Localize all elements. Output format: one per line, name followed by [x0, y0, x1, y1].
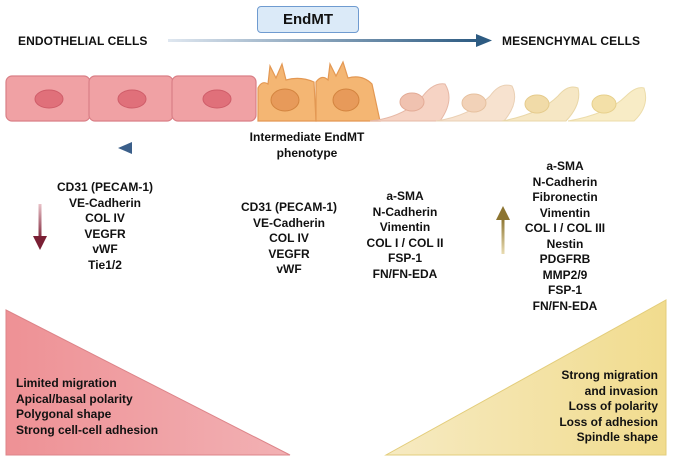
feature-item: Strong cell-cell adhesion — [16, 422, 159, 437]
intermediate-phenotype-label: Intermediate EndMT phenotype — [232, 130, 382, 161]
feature-item: Apical/basal polarity — [16, 391, 133, 406]
feature-item: and invasion — [584, 383, 658, 398]
increase-arrow — [496, 206, 510, 254]
mesenchymal-triangle — [384, 299, 667, 456]
endothelial-triangle — [5, 309, 291, 456]
feature-item: Polygonal shape — [16, 407, 112, 421]
feature-item: Spindle shape — [576, 430, 658, 444]
mesenchymal-cell — [501, 86, 580, 122]
marker-item: N-Cadherin — [372, 204, 438, 219]
marker-item: VE-Cadherin — [68, 195, 141, 210]
marker-item: vWF — [92, 242, 118, 256]
marker-item: N-Cadherin — [532, 174, 598, 189]
transition-cell — [257, 62, 317, 122]
marker-item: CD31 (PECAM-1) — [56, 180, 153, 194]
marker-item: Fibronectin — [532, 190, 598, 204]
mesenchymal-cell — [435, 84, 516, 122]
marker-item: FSP-1 — [387, 251, 422, 265]
endothelial-cells-label: ENDOTHELIAL CELLS — [18, 34, 148, 48]
intermediate-mesenchymal-marker-list: a-SMA N-Cadherin Vimentin COL I / COL II… — [350, 189, 460, 282]
marker-item: COL IV — [269, 231, 309, 245]
marker-item: a-SMA — [546, 159, 584, 173]
mesenchymal-cell — [369, 83, 450, 122]
marker-item: vWF — [276, 262, 302, 276]
marker-item: MMP2/9 — [542, 267, 588, 282]
marker-item: CD31 (PECAM-1) — [240, 200, 337, 214]
marker-item: Vimentin — [539, 205, 591, 220]
marker-item: COL IV — [85, 211, 125, 225]
marker-item: PDGFRB — [539, 252, 591, 266]
marker-item: Vimentin — [379, 220, 431, 234]
endmt-title-box: EndMT — [257, 6, 359, 33]
endothelial-cell — [5, 75, 91, 122]
dotted-intermediate-arrow — [118, 142, 252, 154]
mesenchymal-feature-list: Strong migration and invasion Loss of po… — [520, 368, 658, 446]
marker-item: FN/FN-EDA — [532, 298, 598, 313]
marker-item: VEGFR — [268, 246, 310, 261]
marker-item: VE-Cadherin — [252, 215, 325, 230]
marker-item: Nestin — [546, 236, 584, 251]
marker-item: VEGFR — [84, 226, 126, 241]
marker-item: a-SMA — [386, 189, 424, 203]
transition-cell — [315, 60, 381, 122]
feature-item: Loss of polarity — [568, 399, 658, 413]
feature-item: Strong migration — [561, 368, 658, 382]
decrease-arrow — [33, 204, 47, 250]
marker-item: COL I / COL III — [524, 221, 606, 235]
endothelial-feature-list: Limited migration Apical/basal polarity … — [16, 376, 158, 438]
endmt-title: EndMT — [283, 11, 333, 28]
intermediate-endothelial-marker-list: CD31 (PECAM-1) VE-Cadherin COL IV VEGFR … — [230, 200, 348, 278]
marker-item: COL I / COL II — [366, 235, 444, 250]
endothelial-marker-list: CD31 (PECAM-1) VE-Cadherin COL IV VEGFR … — [45, 180, 165, 273]
main-transition-arrow — [168, 34, 492, 47]
endothelial-cell — [171, 75, 257, 122]
intermediate-label-line: phenotype — [276, 145, 338, 160]
marker-item: FSP-1 — [547, 283, 582, 297]
feature-item: Limited migration — [16, 376, 117, 390]
marker-item: Tie1/2 — [88, 257, 122, 272]
mesenchymal-cells-label: MESENCHYMAL CELLS — [502, 34, 641, 48]
intermediate-label-line: Intermediate EndMT — [249, 130, 365, 144]
mesenchymal-marker-list: a-SMA N-Cadherin Fibronectin Vimentin CO… — [510, 159, 620, 314]
feature-item: Loss of adhesion — [559, 414, 658, 429]
marker-item: FN/FN-EDA — [372, 266, 438, 281]
endothelial-cell — [88, 75, 174, 122]
mesenchymal-cell — [567, 87, 647, 122]
